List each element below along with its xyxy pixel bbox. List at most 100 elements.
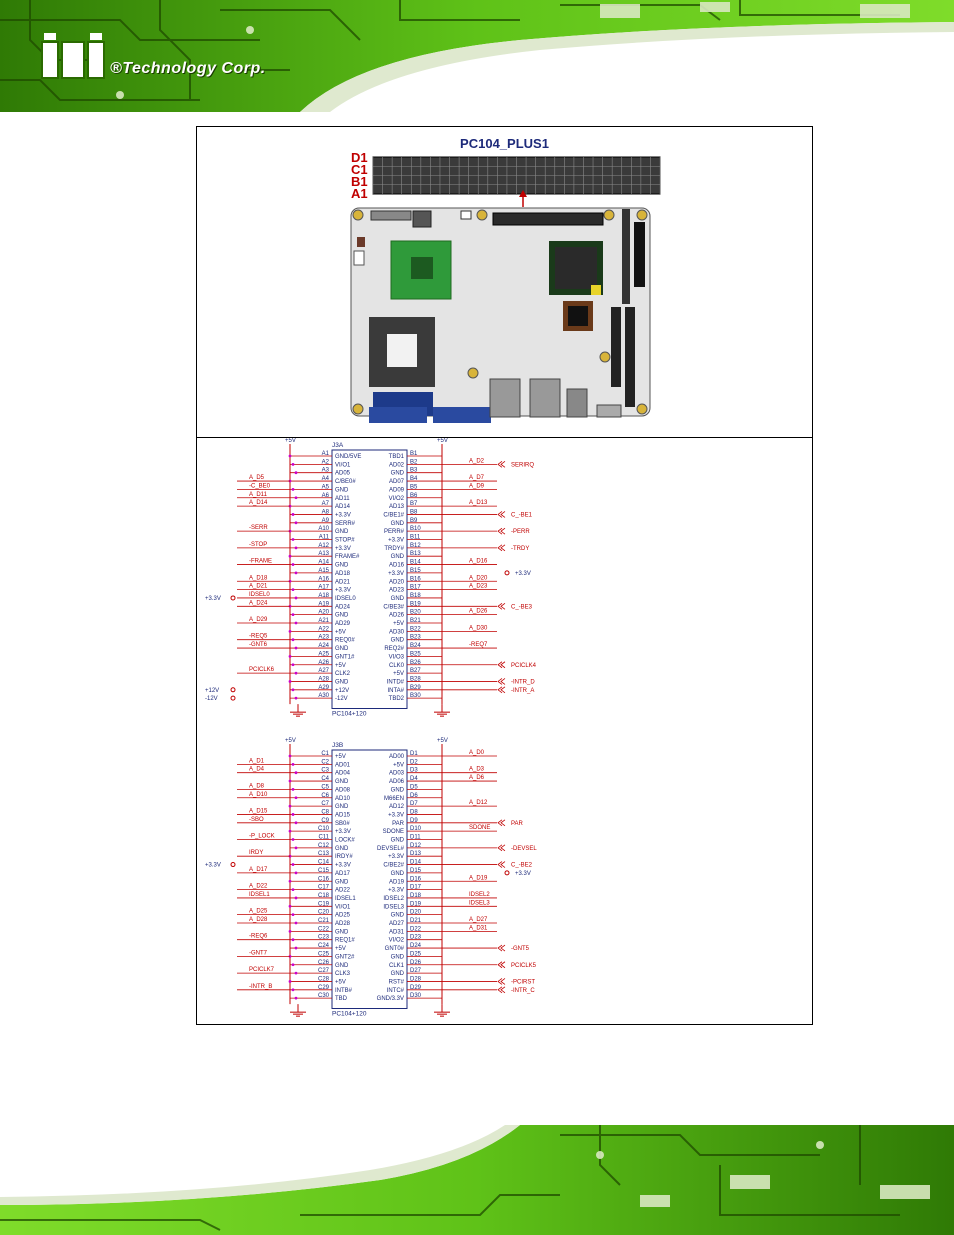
signal-label-left: -P_LOCK	[249, 834, 275, 840]
pin-name-left: +5V	[335, 663, 346, 669]
pin-number-right: D3	[410, 768, 418, 774]
port-label-right: PCICLK4	[511, 663, 537, 669]
pin-name-left: IDSEL1	[335, 896, 356, 902]
signal-label-left: -REQ6	[249, 934, 268, 940]
pin-number-right: D30	[410, 993, 422, 999]
pin-name-left: GND	[335, 487, 349, 493]
power-port-icon	[504, 570, 510, 576]
pin-number-right: D29	[410, 985, 422, 991]
port-label-right: PCICLK5	[511, 963, 537, 969]
signal-label-right: A_D0	[469, 750, 485, 756]
pin-name-right: TBD1	[389, 454, 405, 460]
pin-number-left: C16	[318, 876, 330, 882]
signal-label-left: A_D18	[249, 575, 268, 581]
port-arrow-icon	[497, 678, 506, 685]
signal-label-left: A_D1	[249, 758, 265, 764]
pin-number-right: D19	[410, 901, 422, 907]
pin-junction	[288, 680, 292, 683]
pin-number-right: D24	[410, 943, 422, 949]
pin-name-right: AD19	[389, 879, 405, 885]
pin-name-left: REQ1#	[335, 938, 355, 944]
connector-title: PC104_PLUS1	[460, 136, 549, 151]
pin-junction	[291, 688, 295, 692]
pin-number-right: B17	[410, 585, 421, 591]
pin-number-left: C23	[318, 935, 330, 941]
pin-junction	[294, 971, 298, 975]
port-arrow-icon	[497, 861, 506, 868]
signal-label-left: -FRAME	[249, 559, 272, 565]
pin-number-right: B16	[410, 576, 421, 582]
pin-number-left: A26	[318, 660, 329, 666]
signal-label-left: -INTR_B	[249, 984, 272, 990]
pin-name-right: AD23	[389, 588, 405, 594]
pin-number-right: D12	[410, 843, 422, 849]
pin-junction	[291, 988, 295, 992]
pin-name-right: GNT0#	[385, 946, 405, 952]
signal-label-left: A_D22	[249, 884, 268, 890]
signal-label-left: A_D17	[249, 867, 268, 873]
signal-label-left: A_D24	[249, 600, 268, 606]
signal-label-left: -SERR	[249, 525, 268, 531]
pin-junction	[288, 554, 292, 558]
pin-number-right: D20	[410, 910, 422, 916]
signal-label-left: IRDY	[249, 850, 263, 856]
pin-junction	[288, 904, 292, 908]
pin-number-right: B15	[410, 568, 421, 574]
pin-number-right: B12	[410, 543, 421, 549]
pin-number-right: D25	[410, 951, 422, 957]
pin-number-left: A13	[318, 551, 329, 557]
power-label-right: +5V	[437, 738, 448, 744]
pin-name-left: AD01	[335, 762, 351, 768]
signal-label-left: IDSEL1	[249, 892, 270, 898]
pin-name-right: AD02	[389, 462, 405, 468]
pin-junction	[294, 696, 298, 700]
signal-label-right: IDSEL3	[469, 900, 490, 906]
pin-number-right: B26	[410, 660, 421, 666]
pin-number-right: B3	[410, 468, 418, 474]
pin-number-left: C17	[318, 885, 330, 891]
pin-name-right: +3.3V	[388, 538, 404, 544]
pin-name-left: AD17	[335, 871, 351, 877]
pin-number-left: C26	[318, 960, 330, 966]
pin-name-right: AD12	[389, 804, 405, 810]
pin-number-left: C25	[318, 951, 330, 957]
signal-label-right: A_D7	[469, 475, 485, 481]
pin-number-left: A9	[322, 518, 330, 524]
board	[350, 207, 651, 423]
pin-junction	[294, 946, 298, 950]
pin-number-left: C3	[321, 768, 329, 774]
pin-number-right: D11	[410, 835, 421, 841]
pin-name-right: RST#	[389, 979, 405, 985]
pin-number-left: A15	[318, 568, 329, 574]
pin-number-left: C29	[318, 985, 330, 991]
pin-number-left: A8	[322, 509, 330, 515]
pin-name-right: C/BE3#	[383, 604, 404, 610]
signal-label-left: IDSEL0	[249, 592, 270, 598]
pin-name-left: -12V	[335, 696, 348, 702]
pin-number-left: C27	[318, 968, 330, 974]
pin-number-right: D18	[410, 893, 422, 899]
pin-number-left: A16	[318, 576, 329, 582]
signal-label-left: A_D8	[249, 783, 265, 789]
signal-label-right: A_D3	[469, 767, 485, 773]
row-label-d1: D1	[351, 150, 368, 165]
pin-junction	[294, 796, 298, 800]
pin-name-left: LOCK#	[335, 838, 355, 844]
pin-junction	[294, 621, 298, 625]
signal-label-right: A_D16	[469, 559, 488, 565]
pin-number-left: C14	[318, 860, 330, 866]
pin-name-right: +5V	[393, 621, 404, 627]
pin-name-right: C/BE2#	[383, 863, 404, 869]
pin-number-left: A24	[318, 643, 329, 649]
port-label-right: -INTR_C	[511, 988, 535, 994]
signal-label-left: A_D21	[249, 584, 268, 590]
pin-name-left: TBD	[335, 996, 348, 1002]
pin-junction	[291, 563, 295, 566]
pin-name-left: GND/5VE	[335, 454, 361, 460]
pin-number-left: C5	[321, 784, 329, 790]
pin-junction	[294, 921, 298, 925]
pin-name-left: GND	[335, 563, 349, 569]
pin-name-right: DEVSEL#	[377, 846, 405, 852]
pin-name-right: SDONE	[383, 829, 404, 835]
